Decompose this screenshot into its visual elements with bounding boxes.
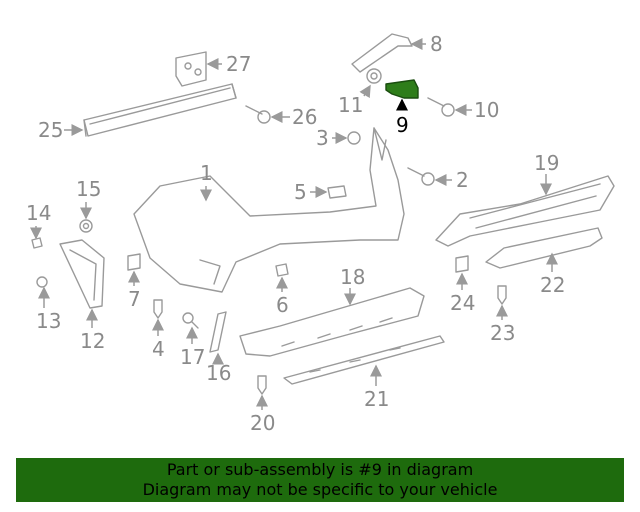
part-16-strip xyxy=(209,311,227,353)
callout-7[interactable]: 7 xyxy=(128,287,141,311)
part-8-retainer xyxy=(351,33,413,73)
callout-1[interactable]: 1 xyxy=(200,161,213,185)
callout-18[interactable]: 18 xyxy=(340,265,365,289)
callout-4[interactable]: 4 xyxy=(152,337,165,361)
part-10-bolt xyxy=(427,97,455,117)
part-13-clip xyxy=(36,276,48,288)
part-12-side-bracket xyxy=(59,239,105,309)
callout-25[interactable]: 25 xyxy=(38,118,63,142)
part-25-bumper-reinforcement xyxy=(83,83,237,137)
callout-26[interactable]: 26 xyxy=(292,105,317,129)
callout-15[interactable]: 15 xyxy=(76,177,101,201)
part-27-bracket xyxy=(175,51,207,87)
part-19-diffuser xyxy=(435,175,615,247)
callout-22[interactable]: 22 xyxy=(540,273,565,297)
callout-16[interactable]: 16 xyxy=(206,361,231,385)
callout-12[interactable]: 12 xyxy=(80,329,105,353)
part-2-bolt xyxy=(407,167,435,186)
callout-17[interactable]: 17 xyxy=(180,345,205,369)
part-14-clip xyxy=(31,237,43,249)
callout-2[interactable]: 2 xyxy=(456,168,469,192)
parts-diagram: 27 26 25 8 11 9 10 3 2 1 5 15 14 13 12 7… xyxy=(26,32,615,435)
part-15-clip xyxy=(79,219,93,233)
part-info-banner: Part or sub-assembly is #9 in diagram Di… xyxy=(16,458,624,502)
callout-labels: 27 26 25 8 11 9 10 3 2 1 5 15 14 13 12 7… xyxy=(26,32,565,435)
part-5-pad xyxy=(327,185,347,199)
callout-10[interactable]: 10 xyxy=(474,98,499,122)
part-24-pad xyxy=(455,255,469,273)
callout-20[interactable]: 20 xyxy=(250,411,275,435)
banner-line-disclaimer: Diagram may not be specific to your vehi… xyxy=(142,480,498,499)
callout-19[interactable]: 19 xyxy=(534,151,559,175)
part-4-clip xyxy=(153,299,163,319)
callout-5[interactable]: 5 xyxy=(294,180,307,204)
callout-13[interactable]: 13 xyxy=(36,309,61,333)
leader-lines xyxy=(30,38,558,410)
part-6-pad xyxy=(275,263,289,277)
callout-6[interactable]: 6 xyxy=(276,293,289,317)
callout-24[interactable]: 24 xyxy=(450,291,475,315)
part-1-bumper-cover xyxy=(133,127,405,293)
part-7-retainer xyxy=(127,253,141,271)
callout-14[interactable]: 14 xyxy=(26,201,51,225)
callout-3[interactable]: 3 xyxy=(316,126,329,150)
part-3-clip xyxy=(347,131,361,145)
banner-line-part: Part or sub-assembly is #9 in diagram xyxy=(166,460,474,479)
callout-8[interactable]: 8 xyxy=(430,32,443,56)
part-18-lower-garnish xyxy=(239,287,425,357)
callout-11[interactable]: 11 xyxy=(338,93,363,117)
part-22-lower-diffuser xyxy=(485,227,603,269)
part-17-clip xyxy=(182,312,199,329)
part-23-clip xyxy=(497,285,507,305)
callout-9[interactable]: 9 xyxy=(396,113,409,137)
callout-23[interactable]: 23 xyxy=(490,321,515,345)
callout-21[interactable]: 21 xyxy=(364,387,389,411)
part-21-lower-strip xyxy=(283,335,445,385)
part-9-highlighted-bracket xyxy=(385,79,419,99)
part-26-bolt xyxy=(245,105,271,124)
part-20-clip xyxy=(257,375,267,395)
callout-27[interactable]: 27 xyxy=(226,52,251,76)
part-11-nut xyxy=(366,68,382,84)
